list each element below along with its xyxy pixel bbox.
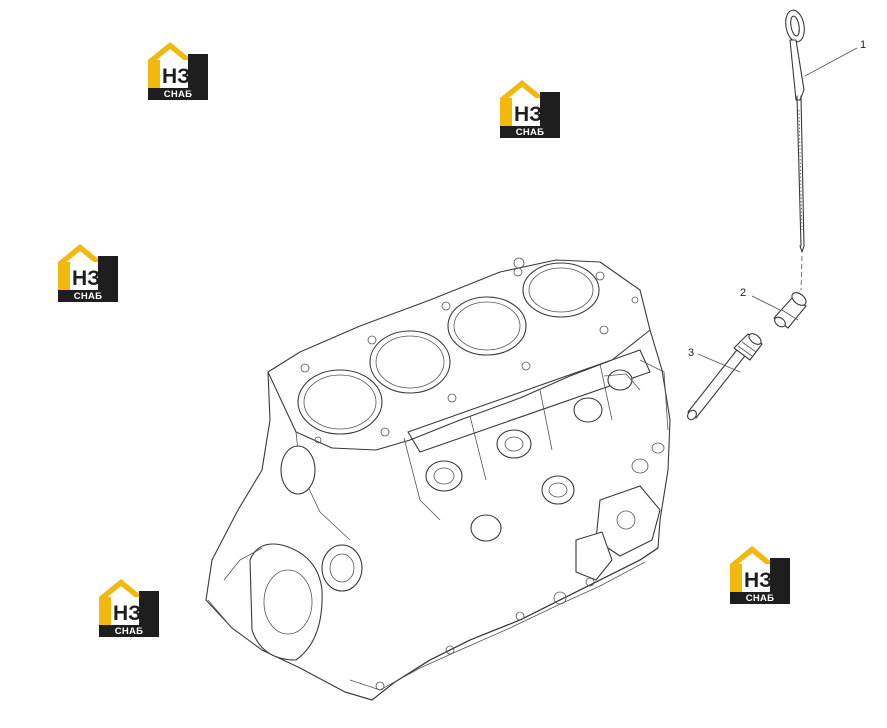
dipstick xyxy=(785,9,805,291)
watermark-bottom-text: СНАБ xyxy=(164,89,193,100)
callout-label-1: 1 xyxy=(860,39,866,51)
watermark-top-text: НЗ xyxy=(72,267,100,290)
watermark-logo: НЗ СНАБ xyxy=(500,80,560,138)
watermark-top-text: НЗ xyxy=(514,103,542,126)
callout-label-3: 3 xyxy=(688,347,694,359)
watermark-logo: НЗ СНАБ xyxy=(99,579,159,637)
watermark-top-text: НЗ xyxy=(113,602,141,625)
callout-3: 3 xyxy=(688,347,741,373)
callout-1: 1 xyxy=(804,39,866,77)
watermark-bottom-text: СНАБ xyxy=(516,127,545,138)
dipstick-tube xyxy=(687,333,763,421)
watermark-top-text: НЗ xyxy=(744,569,772,592)
watermark-top-text: НЗ xyxy=(162,65,190,88)
callout-2: 2 xyxy=(740,287,781,311)
dipstick-adapter xyxy=(773,292,807,329)
engine-block xyxy=(205,257,671,701)
watermark-bottom-text: СНАБ xyxy=(746,593,775,604)
callout-label-2: 2 xyxy=(740,287,746,299)
watermark-logo: НЗ СНАБ xyxy=(730,546,790,604)
watermark-bottom-text: СНАБ xyxy=(115,626,144,637)
watermark-logo: НЗ СНАБ xyxy=(148,42,208,100)
watermark-bottom-text: СНАБ xyxy=(74,291,103,302)
watermark-logo: НЗ СНАБ xyxy=(58,244,118,302)
